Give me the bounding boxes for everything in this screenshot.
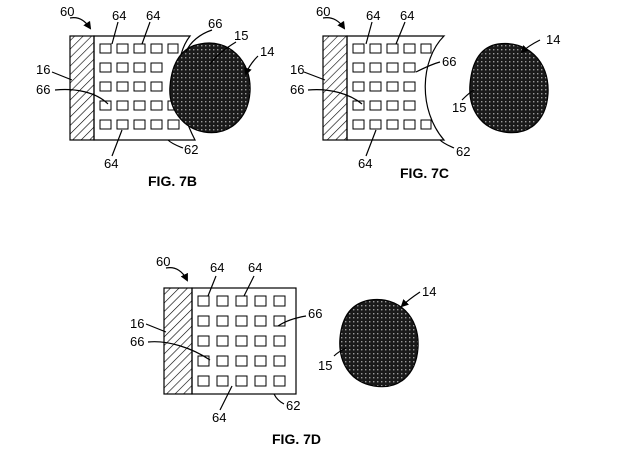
backing-layer (69, 35, 95, 141)
label-device: 60 (156, 254, 170, 269)
figure-caption: FIG. 7D (272, 431, 321, 447)
label-surface: 15 (318, 358, 332, 373)
label-electrode: 66 (442, 54, 456, 69)
label-object: 14 (546, 32, 560, 47)
label-cell: 64 (366, 8, 380, 23)
substrate-outline (346, 35, 446, 141)
figure-caption: FIG. 7C (400, 165, 449, 181)
label-cell: 64 (104, 156, 118, 171)
object-blob (169, 42, 251, 134)
label-cell: 64 (358, 156, 372, 171)
figure-7d: 60 64 64 66 14 15 16 66 64 62 FIG. 7D (130, 254, 436, 447)
figure-caption: FIG. 7B (148, 173, 197, 189)
label-substrate: 62 (286, 398, 300, 413)
label-electrode: 66 (130, 334, 144, 349)
object-blob (339, 298, 419, 388)
label-electrode: 66 (290, 82, 304, 97)
figure-7c: 60 64 64 66 14 15 16 66 64 62 FIG. 7C (290, 4, 560, 181)
backing-layer (163, 287, 193, 395)
cell-array (99, 43, 180, 130)
label-electrode: 66 (308, 306, 322, 321)
label-cell: 64 (210, 260, 224, 275)
label-substrate: 62 (184, 142, 198, 157)
label-electrode: 66 (36, 82, 50, 97)
label-cell: 64 (146, 8, 160, 23)
label-substrate: 62 (456, 144, 470, 159)
label-device: 60 (316, 4, 330, 19)
label-object: 14 (422, 284, 436, 299)
cell-array (197, 295, 286, 387)
label-cell: 64 (112, 8, 126, 23)
label-cell: 64 (400, 8, 414, 23)
substrate-outline (191, 287, 297, 395)
label-backing: 16 (36, 62, 50, 77)
label-object: 14 (260, 44, 274, 59)
label-surface: 15 (234, 28, 248, 43)
label-backing: 16 (130, 316, 144, 331)
label-device: 60 (60, 4, 74, 19)
backing-layer (322, 35, 348, 141)
label-cell: 64 (212, 410, 226, 425)
label-cell: 64 (248, 260, 262, 275)
figure-7b: 60 64 64 66 15 14 16 66 64 62 FIG. 7B (36, 4, 274, 189)
label-surface: 15 (452, 100, 466, 115)
label-backing: 16 (290, 62, 304, 77)
cell-array (352, 43, 432, 130)
label-electrode: 66 (208, 16, 222, 31)
object-blob (469, 42, 549, 134)
